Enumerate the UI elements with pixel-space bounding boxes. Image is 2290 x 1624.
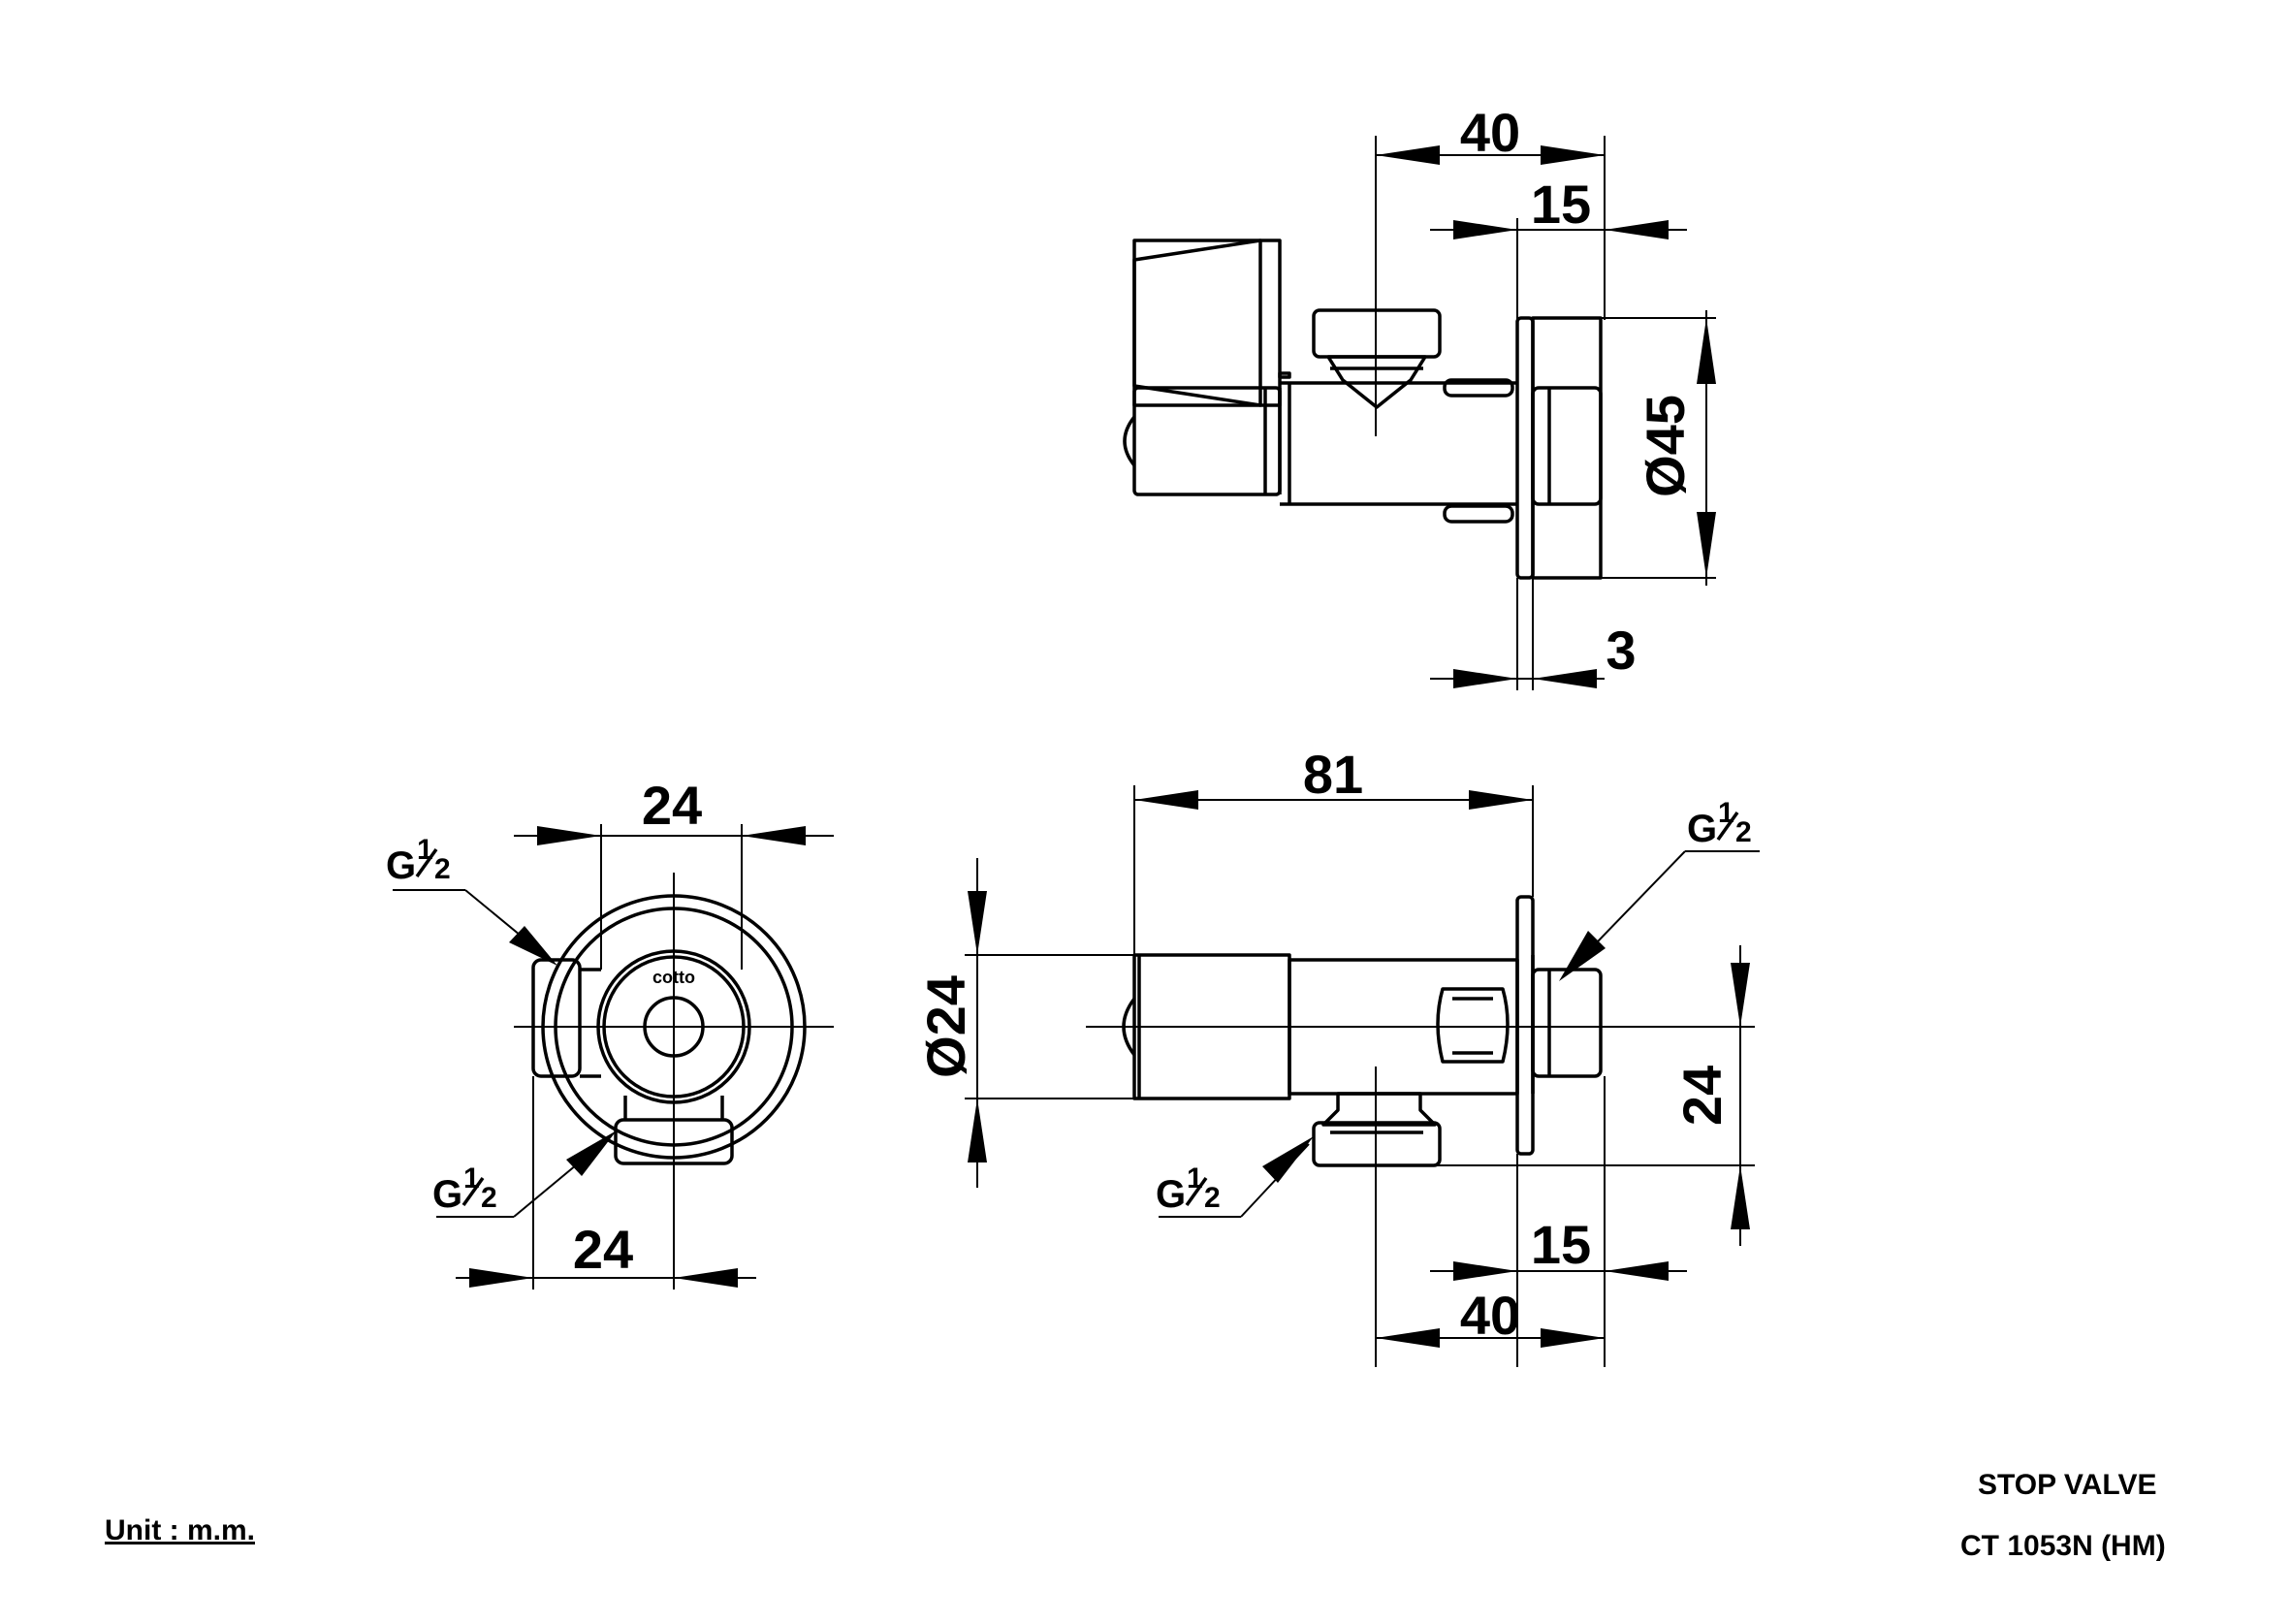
- dim-end-24-top: 24: [642, 775, 702, 836]
- thread-label-top-left: G 1 2: [386, 834, 451, 887]
- dim-side-40: 40: [1460, 1285, 1520, 1346]
- top-view-inlet-thread: [1531, 386, 1603, 506]
- top-view-handle-stem: [1326, 355, 1427, 409]
- svg-text:2: 2: [434, 853, 451, 885]
- thread-label-side-right: G 1 2: [1687, 797, 1752, 850]
- svg-text:2: 2: [1204, 1182, 1221, 1214]
- dim-side-dia-24: Ø24: [915, 975, 976, 1078]
- product-name: STOP VALVE: [1978, 1469, 2157, 1501]
- top-view-spout-nut: [1132, 239, 1282, 407]
- svg-text:G: G: [432, 1173, 462, 1216]
- dim-top-3: 3: [1606, 620, 1636, 681]
- side-view-flange: [1515, 895, 1535, 1156]
- side-view: 81 Ø24 24 15 40 G 1: [915, 744, 1760, 1367]
- dim-top-dia-45: Ø45: [1635, 395, 1696, 497]
- svg-text:G: G: [1687, 808, 1717, 850]
- svg-text:1: 1: [463, 1162, 480, 1194]
- svg-text:1: 1: [1187, 1162, 1203, 1194]
- top-view-spout-tip: [1123, 415, 1136, 467]
- end-view-side-outlet: [531, 958, 582, 1078]
- unit-label: Unit : m.m.: [105, 1514, 255, 1546]
- svg-text:G: G: [1156, 1173, 1186, 1216]
- dim-end-24-bottom: 24: [573, 1219, 633, 1280]
- svg-text:G: G: [386, 844, 416, 887]
- svg-text:1: 1: [1718, 797, 1734, 829]
- dim-side-81: 81: [1303, 744, 1363, 805]
- svg-text:2: 2: [1735, 816, 1752, 848]
- top-view-flange: [1515, 316, 1535, 580]
- dim-top-40: 40: [1460, 102, 1520, 163]
- end-view: cotto 24 24 G 1 2: [386, 775, 834, 1290]
- side-view-handle-stem: [1321, 1092, 1437, 1127]
- top-view-clip-upper: [1443, 378, 1514, 398]
- side-view-clip: [1436, 987, 1510, 1064]
- dim-side-24: 24: [1671, 1066, 1733, 1126]
- svg-text:2: 2: [481, 1182, 497, 1214]
- model-number: CT 1053N (HM): [1960, 1530, 2166, 1562]
- thread-label-side-bottom: G 1 2: [1156, 1162, 1221, 1216]
- thread-label-bottom-left: G 1 2: [432, 1162, 497, 1216]
- top-view-rear-plate: [1531, 316, 1603, 580]
- top-view-valve-body: [1132, 239, 1262, 407]
- top-view-clip-lower: [1443, 504, 1514, 524]
- svg-text:1: 1: [417, 834, 433, 866]
- dim-top-15: 15: [1531, 174, 1591, 235]
- dim-side-15: 15: [1531, 1214, 1591, 1275]
- side-view-inlet-thread: [1531, 968, 1603, 1078]
- top-view: 40 15 Ø45 3: [1123, 102, 1716, 690]
